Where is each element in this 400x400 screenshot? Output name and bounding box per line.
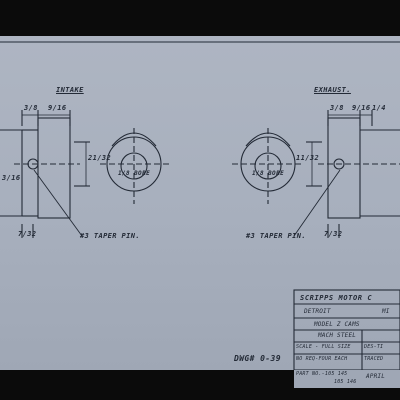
dim-left-b: 9/16 [48,104,67,112]
right-end-view [232,128,304,204]
left-end-view [100,128,170,204]
dim-left-side: 3/16 [2,174,21,182]
bore-mark-right: 1/8 BORE [252,170,285,177]
intake-label: INTAKE [56,86,84,94]
taper-pin-callout-right: #3 TAPER PIN. [246,232,306,240]
title-block-bottom-row: PART NO.-105 145 105 146 APRIL [294,370,400,388]
drawing-sheet: INTAKE EXHAUST. 3/8 9/16 21/32 7/32 3/16… [0,36,400,370]
dim-left-a: 3/8 [24,104,38,112]
title-model: MODEL Z CAMS [314,321,360,328]
exhaust-label: EXHAUST. [314,86,351,94]
title-designer: DES-TI [364,344,384,350]
dim-left-d: 7/32 [18,230,37,238]
title-part-no-2: 105 146 [334,379,357,385]
dim-right-e: 1/4 [372,104,386,112]
title-state: MI [382,308,390,315]
title-company: SCRIPPS MOTOR C [300,294,373,302]
bore-mark-left: 1/8 BORE [118,170,151,177]
dim-right-b: 9/16 [352,104,371,112]
dim-left-c: 21/32 [88,154,112,162]
dim-right-a: 3/8 [330,104,344,112]
title-quantity: NO REQ-FOUR EACH [296,356,348,362]
taper-pin-callout-left: #3 TAPER PIN. [80,232,140,240]
left-side-view [0,110,90,238]
title-traced: TRACED [364,356,384,362]
right-side-view [293,110,400,238]
title-material: MACH STEEL [318,332,357,339]
dim-right-d: 7/32 [324,230,343,238]
dim-right-c: 11/32 [296,154,320,162]
title-date: APRIL [366,373,386,380]
drawing-number: DWG# 0-39 [234,354,281,363]
title-scale: SCALE - FULL SIZE [296,344,351,350]
title-city: DETROIT [304,308,331,315]
technical-drawing [0,41,400,370]
title-part-no: PART NO.-105 145 [296,371,348,377]
title-block-grid [293,289,400,370]
